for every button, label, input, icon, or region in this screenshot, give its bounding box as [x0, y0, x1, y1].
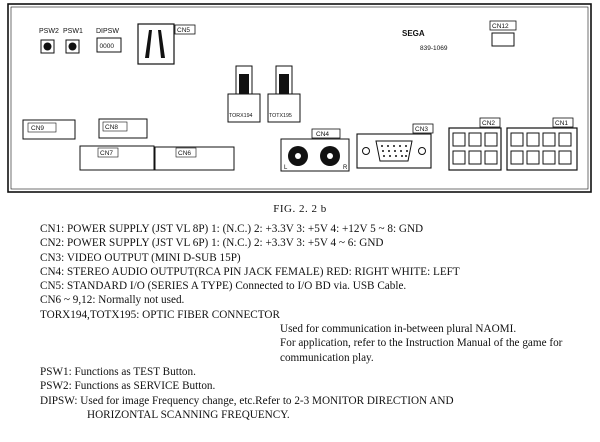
torx194-lens — [239, 74, 249, 94]
note-cn3: CN3: VIDEO OUTPUT (MINI D-SUB 15P) — [40, 251, 241, 264]
cn5-usb-port — [145, 30, 165, 58]
cn3-screw-left — [362, 147, 370, 155]
dipsw-value: 0000 — [100, 43, 115, 50]
note-cn5: CN5: STANDARD I/O (SERIES A TYPE) Connec… — [40, 280, 407, 293]
totx195-body — [267, 93, 301, 123]
totx195-lens — [279, 74, 289, 94]
psw1-button — [68, 42, 77, 51]
cn7-label: CN7 — [100, 150, 113, 157]
cn12-label-box — [489, 20, 517, 31]
board-diagram: PSW2 PSW1 DIPSW 0000 CN5 SEGA 839-1069 C… — [0, 0, 600, 200]
psw1-label: PSW1 — [63, 28, 83, 35]
board-outline — [7, 3, 592, 193]
cn12-label: CN12 — [492, 23, 509, 30]
dipsw-label: DIPSW — [96, 28, 119, 35]
note-cn1: CN1: POWER SUPPLY (JST VL 8P) 1: (N.C.) … — [40, 223, 424, 235]
audio-right-label: R — [343, 165, 348, 171]
note-torx-line3: communication play. — [280, 351, 374, 364]
cn6-connector — [154, 146, 235, 171]
cn5-label: CN5 — [177, 27, 190, 34]
cn1-label-box — [552, 117, 574, 128]
note-dipsw: DIPSW: Used for image Frequency change, … — [40, 394, 454, 407]
cn3-pins — [381, 145, 408, 157]
audio-left-label: L — [284, 165, 288, 171]
cn4-label: CN4 — [316, 131, 329, 138]
cn3-label-box — [412, 123, 434, 134]
cn4-label-box — [311, 128, 341, 139]
audio-left-jack-center — [295, 153, 301, 159]
note-cn6-12: CN6 ~ 9,12: Normally not used. — [40, 294, 185, 307]
psw2-label: PSW2 — [39, 28, 59, 35]
totx195-label: TOTX195 — [269, 113, 292, 119]
note-cn2: CN2: POWER SUPPLY (JST VL 6P) 1: (N.C.) … — [40, 237, 384, 250]
cn8-label: CN8 — [105, 124, 118, 131]
cn8-label-box — [102, 121, 128, 132]
figure-caption: FIG. 2. 2 b — [273, 203, 327, 215]
part-number: 839-1069 — [420, 45, 448, 52]
cn1-label: CN1 — [555, 120, 568, 127]
cn6-label-box — [175, 147, 197, 158]
cn7-label-box — [97, 147, 119, 158]
dipsw-block — [96, 37, 122, 53]
cn5-connector — [137, 23, 175, 65]
note-dipsw-cont: HORIZONTAL SCANNING FREQUENCY. — [87, 408, 290, 421]
cn2-label-box — [479, 117, 501, 128]
cn6-label: CN6 — [178, 150, 191, 157]
cn3-screw-right — [418, 147, 426, 155]
sega-logo: SEGA — [402, 29, 425, 38]
connector-notes: CN1: POWER SUPPLY (JST VL 8P) 1: (N.C.) … — [40, 222, 600, 422]
psw2-button — [43, 42, 52, 51]
torx194-label: TORX194 — [229, 113, 253, 119]
cn2-pins — [452, 132, 498, 165]
cn9-label-box — [27, 122, 57, 133]
cn2-label: CN2 — [482, 120, 495, 127]
cn1-pins — [510, 132, 572, 165]
board-svg: PSW2 PSW1 DIPSW 0000 CN5 SEGA 839-1069 C… — [7, 3, 592, 193]
cn5-label-box — [174, 24, 196, 35]
note-torx: TORX194,TOTX195: OPTIC FIBER CONNECTOR — [40, 308, 280, 321]
cn9-label: CN9 — [31, 125, 44, 132]
note-torx-line2: For application, refer to the Instructio… — [280, 337, 563, 350]
note-cn4: CN4: STEREO AUDIO OUTPUT(RCA PIN JACK FE… — [40, 265, 460, 278]
cn3-label: CN3 — [415, 126, 428, 133]
torx194-body — [227, 93, 261, 123]
cn12-connector — [491, 32, 515, 47]
note-psw2: PSW2: Functions as SERVICE Button. — [40, 380, 216, 393]
note-torx-line1: Used for communication in-between plural… — [280, 323, 517, 336]
note-psw1: PSW1: Functions as TEST Button. — [40, 365, 196, 378]
board-inner-outline — [10, 6, 589, 190]
audio-right-jack-center — [327, 153, 333, 159]
